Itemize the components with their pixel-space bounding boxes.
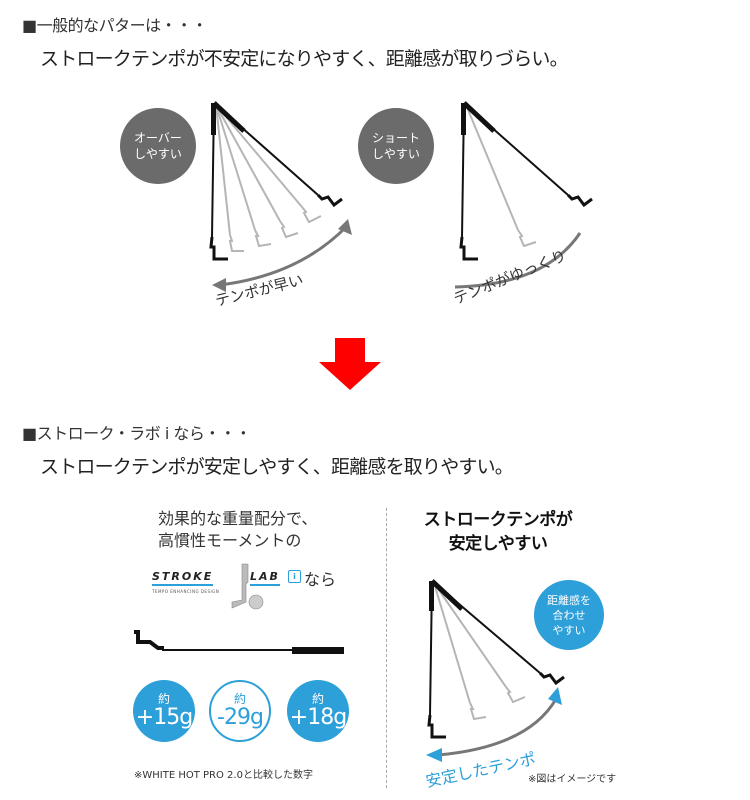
overshoot-badge: オーバー しやすい (120, 108, 196, 184)
pendulum-fast-illustration (209, 101, 352, 292)
stable-tempo-title: ストロークテンポが 安定しやすい (423, 510, 573, 554)
weight-badge-center: 約 -29g (209, 680, 271, 742)
square-bullet-icon: ■ (22, 16, 37, 35)
distance-control-badge: 距離感を 合わせ やすい (534, 580, 604, 650)
putter-head-logo-icon (231, 563, 264, 610)
pendulum-stable-illustration (426, 579, 565, 762)
stroke-lab-logo: STROKE TEMPO ENHANCING DESIGN LAB i なら (152, 562, 342, 612)
putter-side-illustration (134, 630, 344, 654)
section2-heading: ■ストローク・ラボ i なら・・・ (22, 424, 251, 443)
square-bullet-icon: ■ (22, 424, 37, 443)
i-mark-icon: i (288, 570, 301, 583)
short-badge: ショート しやすい (358, 108, 434, 184)
illustration-footnote: ※図はイメージです (528, 774, 617, 785)
section1-heading: ■一般的なパターは・・・ (22, 16, 208, 35)
comparison-footnote: ※WHITE HOT PRO 2.0と比較した数字 (134, 770, 313, 781)
down-arrow-icon (319, 338, 381, 390)
weight-badge-grip: 約 +18g (287, 680, 349, 742)
section2-subheading: ストロークテンポが安定しやすく、距離感を取りやすい。 (40, 456, 514, 478)
pendulum-slow-illustration (454, 101, 593, 289)
feature-description: 効果的な重量配分で、 高慣性モーメントの (158, 509, 318, 550)
section1-subheading: ストロークテンポが不安定になりやすく、距離感が取りづらい。 (40, 48, 569, 70)
panel-divider (386, 508, 387, 788)
weight-badge-toe: 約 +15g (133, 680, 195, 742)
